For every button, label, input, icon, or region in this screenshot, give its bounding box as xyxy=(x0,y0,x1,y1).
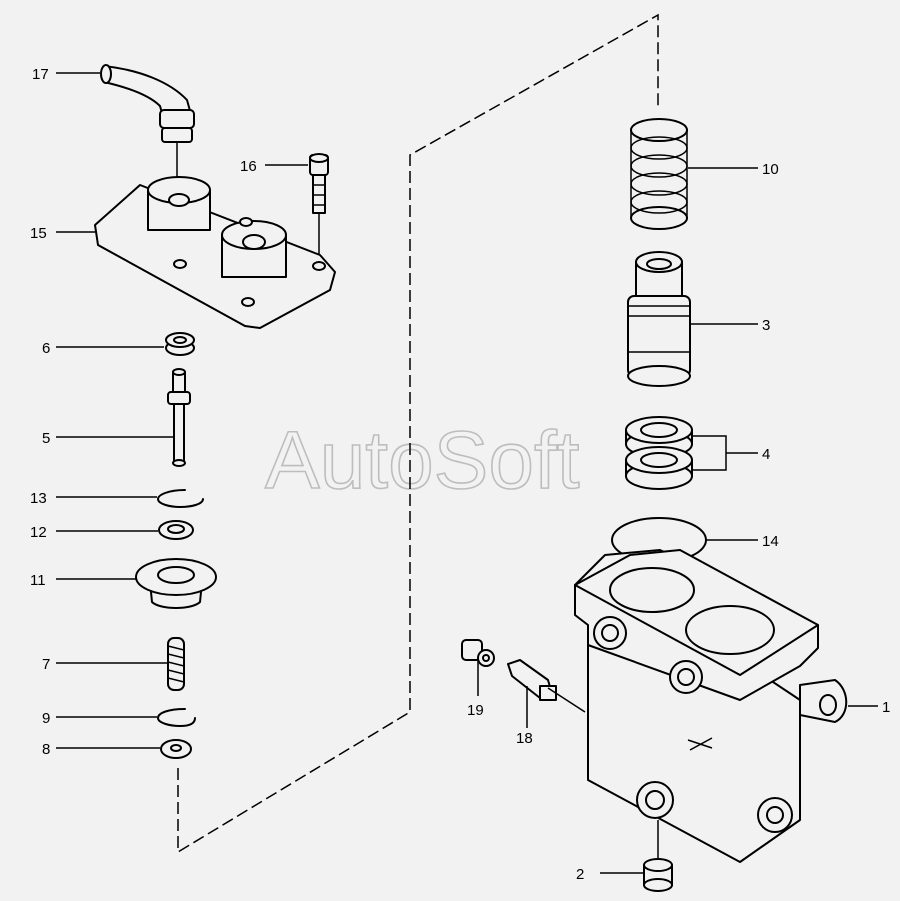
part-4-seal-rings xyxy=(625,416,693,490)
part-12-washer xyxy=(158,520,194,540)
callout-12: 12 xyxy=(30,524,47,541)
part-16-bolt xyxy=(309,153,329,262)
part-19-sensor-clip xyxy=(461,639,495,667)
part-17-pipe-fitting xyxy=(100,64,195,200)
callout-10: 10 xyxy=(762,161,779,178)
part-10-main-spring xyxy=(630,118,688,230)
callout-labels: 17 16 15 6 5 13 12 11 7 9 8 10 3 4 14 1 … xyxy=(30,66,890,883)
callout-1: 1 xyxy=(882,699,890,716)
part-3-plunger xyxy=(627,251,691,387)
part-9-snap-ring xyxy=(157,708,196,727)
callout-14: 14 xyxy=(762,533,779,550)
callout-9: 9 xyxy=(42,710,50,727)
callout-16: 16 xyxy=(240,158,257,175)
callout-17: 17 xyxy=(32,66,49,83)
assembly-line xyxy=(177,13,659,854)
callout-8: 8 xyxy=(42,741,50,758)
callout-13: 13 xyxy=(30,490,47,507)
leader-lines xyxy=(56,72,878,874)
callout-15: 15 xyxy=(30,225,47,242)
callout-4: 4 xyxy=(762,446,770,463)
part-8-washer xyxy=(160,739,192,759)
callout-18: 18 xyxy=(516,730,533,747)
part-7-small-spring xyxy=(167,637,185,691)
part-18-sensor xyxy=(507,659,557,701)
callout-11: 11 xyxy=(30,572,46,589)
part-15-cover-plate xyxy=(94,176,336,329)
callout-7: 7 xyxy=(42,656,50,673)
part-2-plug xyxy=(643,820,673,892)
callout-3: 3 xyxy=(762,317,770,334)
part-5-pin xyxy=(167,368,191,467)
callout-19: 19 xyxy=(467,702,484,719)
part-6-seal xyxy=(165,332,195,356)
watermark: AutoSoft xyxy=(265,415,580,506)
part-11-retainer xyxy=(135,558,217,609)
callout-6: 6 xyxy=(42,340,50,357)
part-13-snap-ring xyxy=(157,489,204,508)
part-1-valve-body xyxy=(574,549,848,863)
callout-2: 2 xyxy=(576,866,584,883)
callout-5: 5 xyxy=(42,430,50,447)
